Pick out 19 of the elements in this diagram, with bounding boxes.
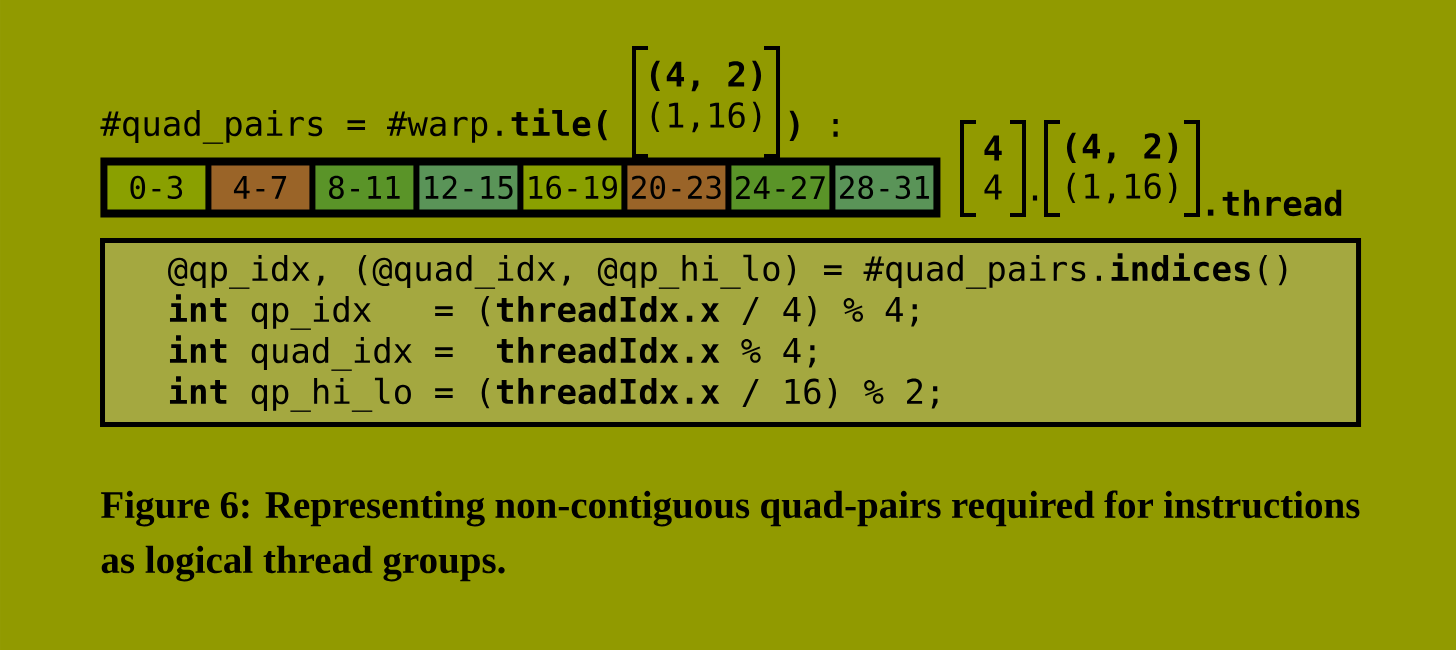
code-text: (1,16) [1067, 172, 1177, 204]
code-text: 4 [984, 135, 1002, 161]
range-cell: 4-7 [211, 165, 310, 210]
caption: Figure 6: Representing non-contiguous quad-pairs required for instructions as logical thread groups. [101, 490, 1360, 582]
code-text: (4, 2) [1066, 132, 1178, 164]
range-cell: 12-15 [419, 165, 518, 210]
code-text: #quad_pairs = #warp.tile( [100, 108, 608, 144]
range-cell: 16-19 [523, 165, 622, 210]
range-cell: 28-31 [835, 165, 934, 210]
range-cell: 24-27 [731, 165, 830, 210]
code-text: 4 [984, 174, 1002, 200]
code-text: (1,16) [651, 101, 761, 133]
code-box: @qp_idx, (@quad_idx, @qp_hi_lo) = #quad_pairs.indices() int qp_idx = (threadIdx.x / 4) % 4; int quad_idx = threadIdx.x % 4; int qp_hi_lo = (threadIdx.x / 16) % 2; [100, 238, 1362, 427]
range-cell: 8-11 [315, 165, 414, 210]
code-text: (4, 2) [650, 60, 762, 92]
code-text: . [1032, 195, 1038, 201]
code-text: ) : [789, 110, 838, 142]
range-cell: 20-23 [627, 165, 726, 210]
range-cell: 0-3 [107, 165, 206, 210]
